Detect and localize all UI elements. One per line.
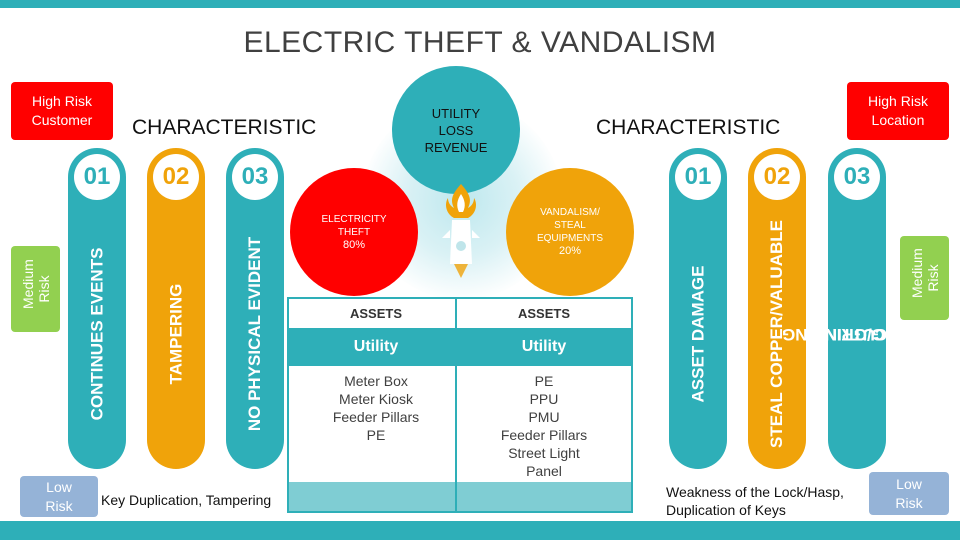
right-low-risk-badge: Low Risk	[869, 472, 949, 515]
list-item: PPU	[529, 391, 559, 407]
assets-table-right-subheader: Utility	[457, 328, 631, 366]
right-item-1-label: ASSET DAMAGE	[688, 265, 707, 402]
left-item-3-label: NO PHYSICAL EVIDENT	[245, 236, 264, 431]
vandal-line-2: STEAL	[554, 220, 586, 231]
rocket-icon	[442, 184, 480, 278]
left-item-2-number: 02	[153, 154, 199, 200]
left-characteristic-heading: CHARACTERISTIC	[132, 116, 317, 139]
revenue-line-3: REVENUE	[424, 139, 488, 155]
revenue-line-1: UTILITY	[431, 105, 481, 121]
right-note-line-1: Weakness of the Lock/Hasp,	[666, 484, 844, 500]
right-item-2: 02 STEAL COPPER/VALUABLE	[748, 148, 806, 469]
list-item: Meter Kiosk	[339, 391, 413, 407]
right-note: Weakness of the Lock/Hasp, Duplication o…	[666, 483, 844, 519]
assets-table-right-footer	[457, 482, 631, 511]
assets-table-left-footer	[289, 482, 463, 511]
list-item: Meter Box	[344, 373, 408, 389]
left-note: Key Duplication, Tampering	[101, 492, 272, 508]
right-characteristic-heading: CHARACTERISTIC	[596, 116, 781, 139]
theft-line-2: THEFT	[337, 226, 371, 238]
right-item-1-number: 01	[675, 154, 721, 200]
theft-line-1: ELECTRICITY	[321, 213, 387, 225]
assets-table-right-header: ASSETS	[517, 306, 570, 321]
left-item-2-label: TAMPERING	[166, 283, 185, 384]
assets-table-right-list: PE PPU PMU Feeder Pillars Street Light P…	[457, 366, 631, 480]
right-medium-risk-label: Medium Risk	[908, 248, 941, 298]
right-item-1: 01 ASSET DAMAGE	[669, 148, 727, 469]
left-medium-risk-label: Medium Risk	[19, 259, 52, 309]
vandalism-circle: VANDALISM/ STEAL EQUIPMENTS 20%	[506, 168, 634, 296]
right-item-3: 03 CUTTING/ DRILLING/GRINDING	[782, 148, 952, 469]
left-medium-risk-badge: Medium Risk	[11, 246, 60, 332]
right-low-risk-label: Low Risk	[895, 475, 923, 511]
vandal-line-3: EQUIPMENTS	[536, 233, 604, 244]
top-accent-bar	[0, 0, 960, 8]
electricity-theft-circle: ELECTRICITY THEFT 80%	[290, 168, 418, 296]
list-item: Feeder Pillars	[332, 409, 420, 425]
left-item-3: 03 NO PHYSICAL EVIDENT	[226, 148, 284, 469]
assets-table-left: ASSETS Utility Meter Box Meter Kiosk Fee…	[287, 297, 465, 513]
list-item: PE	[366, 427, 386, 443]
revenue-line-2: LOSS	[438, 122, 474, 138]
left-item-2: 02 TAMPERING	[147, 148, 205, 469]
left-item-1: 01 CONTINUES EVENTS	[68, 148, 126, 469]
vandal-line-1: VANDALISM/	[540, 207, 600, 218]
right-item-2-number: 02	[754, 154, 800, 200]
vandal-value: 20%	[558, 245, 582, 257]
list-item: Street Light	[508, 445, 580, 461]
right-item-3-label-line-2: DRILLING/GRINDING	[782, 324, 952, 344]
left-item-3-number: 03	[232, 154, 278, 200]
left-low-risk-badge: Low Risk	[20, 476, 98, 517]
list-item: Panel	[526, 463, 562, 479]
utility-loss-revenue-circle: UTILITY LOSS REVENUE	[392, 66, 520, 194]
assets-table-left-header: ASSETS	[349, 306, 402, 321]
assets-table-left-subheader: Utility	[289, 328, 463, 366]
right-note-line-2: Duplication of Keys	[666, 502, 786, 518]
assets-table-left-list: Meter Box Meter Kiosk Feeder Pillars PE	[289, 366, 463, 444]
left-low-risk-label: Low Risk	[45, 478, 73, 514]
left-item-1-label: CONTINUES EVENTS	[87, 247, 107, 420]
theft-value: 80%	[342, 238, 365, 251]
right-item-3-number: 03	[834, 154, 880, 200]
right-medium-risk-badge: Medium Risk	[900, 236, 949, 320]
list-item: PE	[534, 373, 554, 389]
left-item-1-number: 01	[74, 154, 120, 200]
high-risk-customer-badge: High Risk Customer	[11, 82, 113, 140]
bottom-accent-bar	[0, 521, 960, 540]
list-item: PMU	[528, 409, 560, 425]
assets-table-right: ASSETS Utility PE PPU PMU Feeder Pillars…	[455, 297, 633, 513]
high-risk-location-badge: High Risk Location	[847, 82, 949, 140]
right-item-3-label: CUTTING/ DRILLING/GRINDING	[782, 249, 952, 419]
high-risk-customer-label: High Risk Customer	[31, 93, 93, 128]
list-item: Feeder Pillars	[500, 427, 588, 443]
page-title: ELECTRIC THEFT & VANDALISM	[243, 26, 717, 59]
high-risk-location-label: High Risk Location	[868, 93, 928, 128]
